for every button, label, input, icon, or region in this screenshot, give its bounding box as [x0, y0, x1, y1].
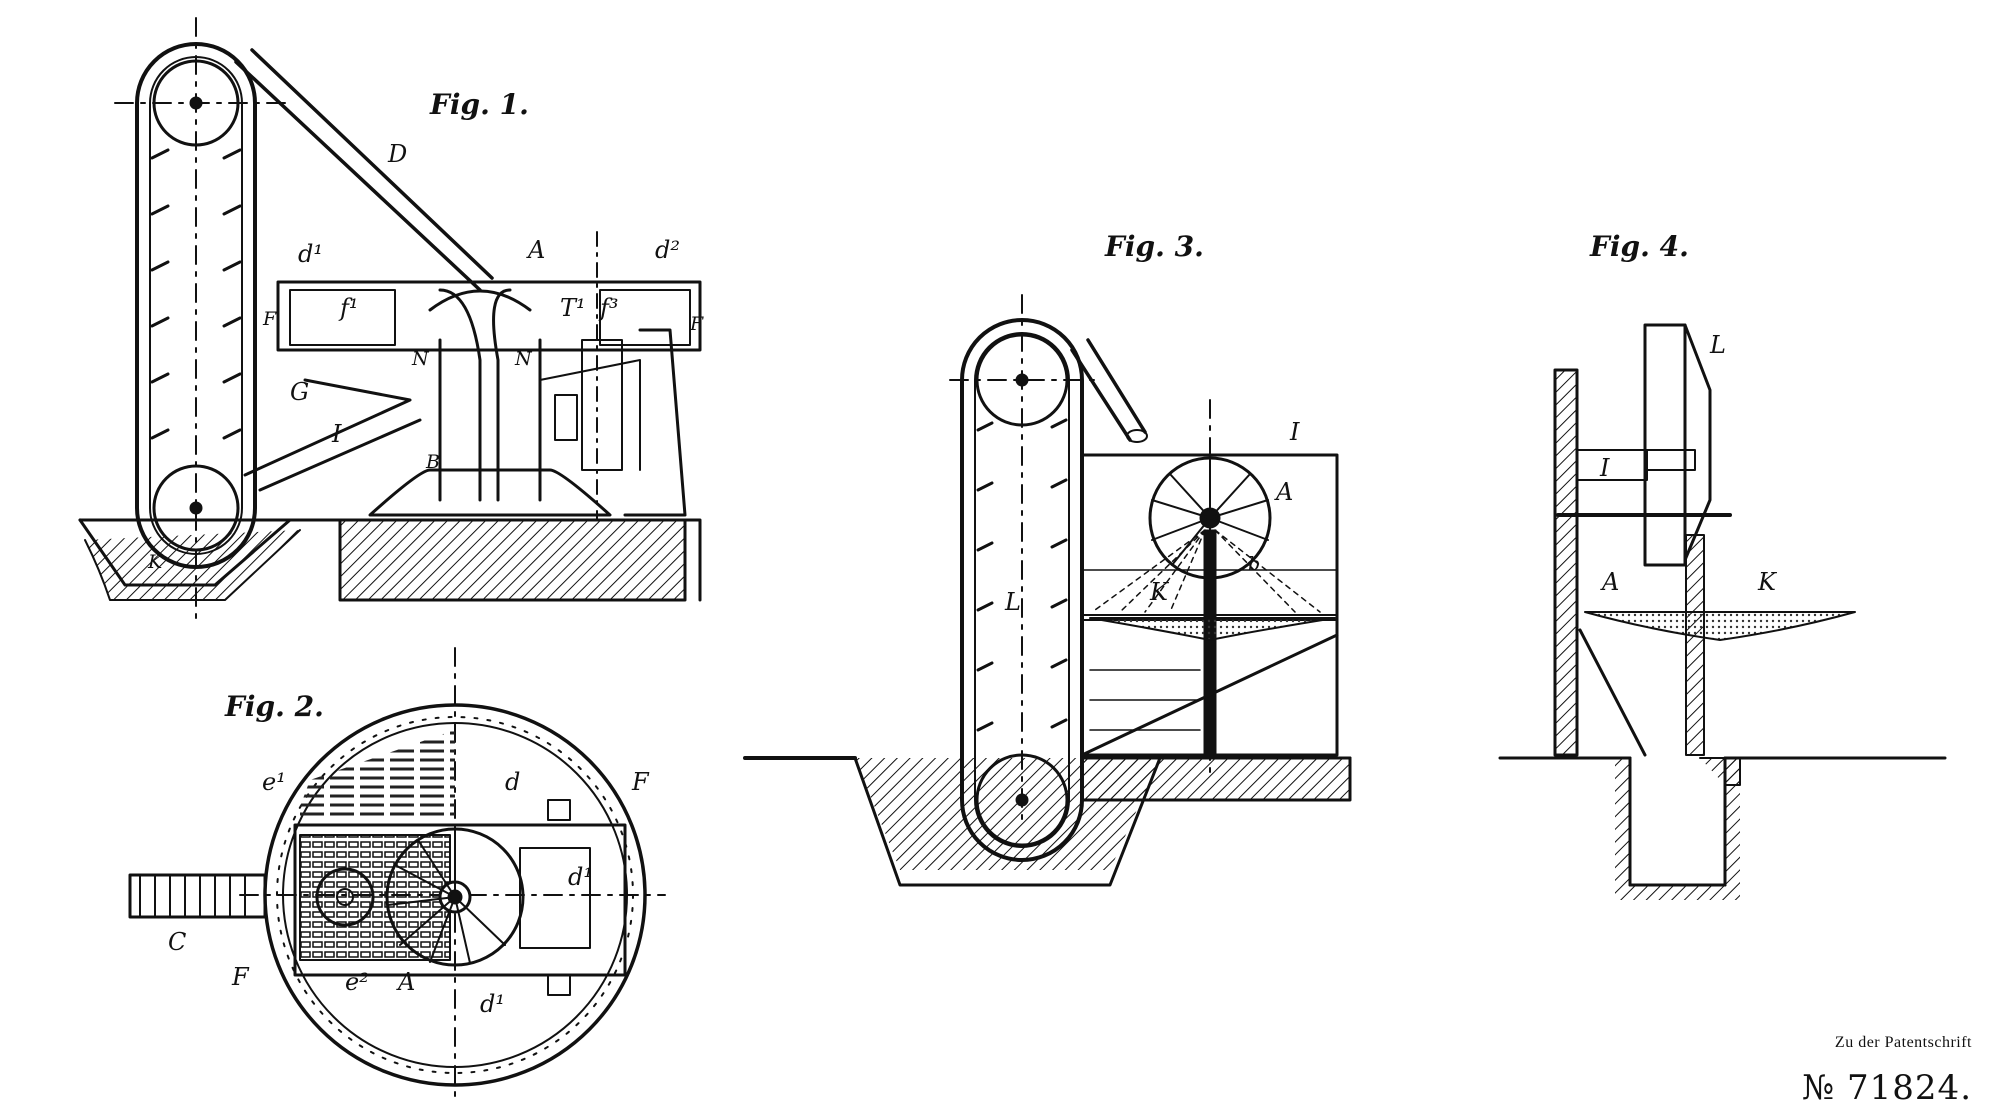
- fig4-title: Fig. 4.: [1589, 230, 1689, 263]
- fig2-label-A: A: [396, 968, 415, 996]
- fig3-label-A: A: [1274, 478, 1293, 506]
- fig1-label-N-left: N: [411, 348, 430, 370]
- fig1-label-T1: T¹: [560, 294, 586, 322]
- fig2-label-F-top: F: [631, 768, 650, 796]
- fig4-label-I: I: [1599, 454, 1610, 482]
- fig3-label-I: I: [1289, 418, 1300, 446]
- patent-caption: Zu der Patentschrift: [1835, 1034, 1972, 1052]
- fig1-label-f3: f³: [598, 294, 619, 322]
- fig2-label-d1-bottom: d¹: [480, 990, 505, 1018]
- patent-number: № 71824.: [1802, 1068, 1972, 1108]
- fig2-title: Fig. 2.: [224, 690, 324, 723]
- figure-3-labels: I A L K b: [1004, 418, 1300, 616]
- fig1-label-D: D: [387, 140, 407, 168]
- fig2-label-d1-right: d¹: [568, 863, 593, 891]
- fig1-label-d1: d¹: [298, 240, 323, 268]
- fig1-label-B: B: [425, 451, 440, 473]
- fig1-title: Fig. 1.: [429, 88, 529, 121]
- fig4-label-K: K: [1757, 568, 1778, 596]
- fig2-label-C: C: [168, 928, 186, 956]
- fig3-label-K: K: [1149, 578, 1170, 606]
- fig2-label-d: d: [505, 768, 520, 796]
- fig4-label-L: L: [1709, 331, 1726, 359]
- fig1-label-K: K: [147, 551, 164, 573]
- fig2-label-e2: e²: [345, 968, 369, 996]
- fig1-label-d2: d²: [655, 236, 680, 264]
- fig1-label-A: A: [526, 236, 545, 264]
- figure-1-labels: D A d¹ d² f¹ T¹ f³ F F N N G I K B: [147, 140, 704, 573]
- fig1-label-F-right: F: [689, 313, 704, 335]
- fig1-label-F-left: F: [262, 308, 277, 330]
- fig1-label-f1: f¹: [338, 294, 359, 322]
- fig1-label-I: I: [331, 420, 342, 448]
- fig1-label-G: G: [290, 378, 309, 406]
- fig2-label-F-bottom: F: [231, 963, 250, 991]
- fig1-label-N-right: N: [514, 348, 533, 370]
- fig2-label-e1: e¹: [262, 768, 286, 796]
- fig3-label-b: b: [1248, 553, 1260, 575]
- fig4-label-A: A: [1600, 568, 1619, 596]
- fig3-label-L: L: [1004, 588, 1021, 616]
- fig3-title: Fig. 3.: [1104, 230, 1204, 263]
